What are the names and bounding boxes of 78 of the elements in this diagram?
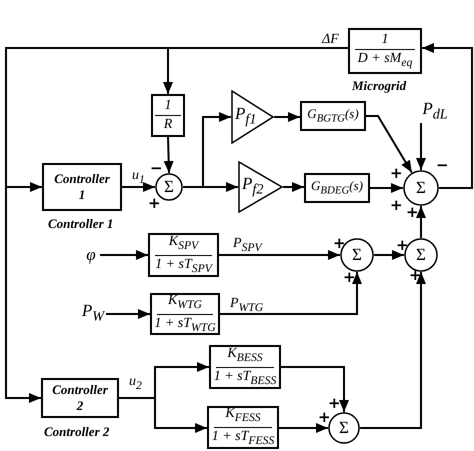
block-caption: Controller 2 — [44, 424, 110, 440]
formula-text: K$_{SPV}$ — [168, 234, 198, 254]
sign-mark: + — [148, 196, 161, 210]
sign-mark: + — [396, 238, 409, 252]
formula-text: Controller 2 — [51, 382, 109, 414]
transfer-function-block — [151, 94, 185, 137]
formula-text: 1 + sT$_{FESS}$ — [212, 429, 274, 449]
sign-mark: + — [409, 268, 422, 282]
arrow — [119, 397, 207, 433]
formula-text: K$_{WTG}$ — [168, 292, 202, 312]
formula-text: K$_{BESS}$ — [227, 346, 263, 366]
formula-text: D + sM$_{eq}$ — [358, 50, 412, 70]
arrow — [416, 206, 426, 238]
summing-junction — [403, 170, 439, 206]
formula-text: K$_{FESS}$ — [225, 406, 261, 426]
sigma-symbol: Σ — [164, 179, 174, 195]
controller-block — [41, 378, 119, 418]
signal-label: ΔF — [322, 32, 339, 48]
formula-text: P$_{f2}$ — [242, 176, 264, 198]
formula-text: 1 — [382, 32, 388, 48]
arrow — [220, 272, 362, 315]
arrow — [219, 250, 340, 260]
arrow — [360, 272, 426, 429]
gain-block — [231, 90, 274, 144]
sign-mark: + — [333, 236, 346, 250]
sigma-symbol: Σ — [416, 247, 426, 263]
formula-text: G$_{BGTG}$(s) — [307, 106, 359, 126]
formula-text: 1 + sT$_{SPV}$ — [155, 256, 212, 276]
signal-label: u$_{1}$ — [132, 168, 145, 188]
signal-label: u$_{2}$ — [129, 374, 142, 394]
transfer-function-block — [304, 173, 370, 203]
sigma-symbol: Σ — [339, 420, 349, 436]
formula-text: P$_{dL}$ — [422, 101, 448, 123]
transfer-function-block — [150, 293, 220, 335]
signal-label: P$_{WTG}$ — [230, 296, 264, 316]
block-caption: Controller 1 — [48, 216, 114, 232]
sign-mark: + — [328, 396, 341, 410]
arrow — [374, 250, 404, 260]
sign-mark: + — [343, 270, 356, 284]
formula-text: φ — [86, 247, 96, 263]
transfer-function-block — [209, 345, 281, 389]
block-caption: Microgrid — [352, 78, 406, 94]
sigma-symbol: Σ — [416, 180, 426, 196]
sign-mark: + — [406, 205, 419, 219]
sign-mark: − — [436, 158, 449, 172]
arrow — [422, 43, 473, 189]
arrow — [279, 423, 328, 433]
summing-junction — [328, 412, 360, 444]
sigma-symbol: Σ — [352, 247, 362, 263]
formula-text: P$_{f1}$ — [235, 106, 256, 128]
formula-text: R — [164, 117, 172, 133]
formula-text: G$_{BDEG}$(s) — [311, 178, 363, 198]
formula-text: P$_{W}$ — [82, 303, 104, 325]
arrow — [366, 115, 413, 174]
arrow — [122, 182, 155, 192]
sign-mark: + — [318, 410, 331, 424]
transfer-function-block — [300, 101, 366, 131]
controller-block — [42, 163, 122, 211]
sign-mark: + — [390, 166, 403, 180]
transfer-function-block — [207, 406, 279, 449]
arrow — [274, 112, 300, 122]
formula-text: Controller 1 — [53, 171, 111, 203]
arrow — [164, 136, 174, 174]
arrow — [100, 250, 148, 260]
formula-text: 1 + sT$_{WTG}$ — [154, 316, 216, 336]
sign-mark: − — [150, 161, 163, 175]
gain-block — [238, 161, 283, 213]
arrow — [283, 182, 304, 192]
formula-text: 1 + sT$_{BESS}$ — [214, 368, 276, 388]
arrow — [416, 123, 426, 170]
transfer-function-block — [348, 28, 422, 74]
transfer-function-block — [148, 233, 219, 277]
arrow — [370, 183, 403, 193]
sign-mark: + — [390, 198, 403, 212]
formula-text: 1 — [164, 98, 172, 114]
signal-label: P$_{SPV}$ — [233, 236, 262, 256]
arrow — [281, 366, 349, 412]
arrow — [106, 309, 150, 319]
